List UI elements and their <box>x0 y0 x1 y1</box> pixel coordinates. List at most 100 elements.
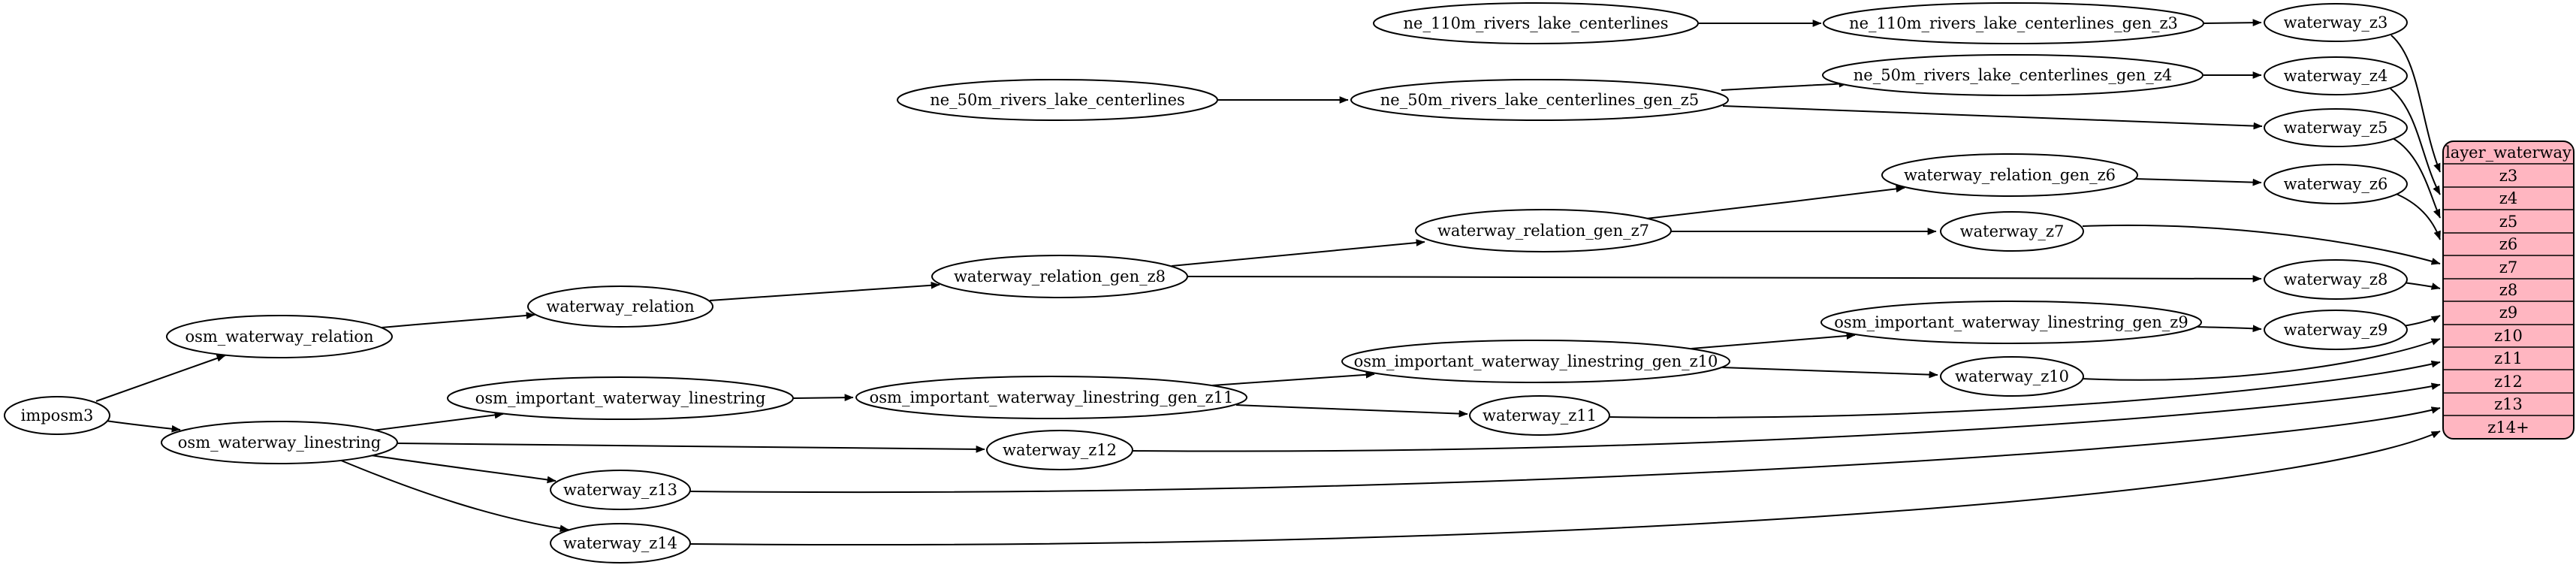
node-waterway_z3: waterway_z3 <box>2264 3 2408 42</box>
edge-waterway_relation-waterway_relation_gen_z8 <box>709 281 940 301</box>
node-waterway_z7: waterway_z7 <box>1940 211 2084 252</box>
record-row-z10: z10 <box>2494 327 2523 345</box>
node-waterway_z12: waterway_z12 <box>986 430 1133 470</box>
edge-waterway_z7-row_z7 <box>2082 224 2441 265</box>
edge-waterway_z14-row_z14plus <box>689 431 2441 546</box>
node-label: waterway_z3 <box>2284 14 2388 32</box>
record-row-z8: z8 <box>2499 281 2517 299</box>
node-waterway_z6: waterway_z6 <box>2264 164 2408 204</box>
edge-imposm3-osm_waterway_linestring <box>105 420 181 433</box>
node-osm_important_waterway_linestring: osm_important_waterway_linestring <box>447 376 794 420</box>
record-row-z11: z11 <box>2494 349 2523 367</box>
nodes-layer: imposm3 osm_waterway_relation osm_waterw… <box>4 2 2408 563</box>
record-row-z9: z9 <box>2499 304 2517 322</box>
edge-gen_z5-gen_z4 <box>1721 80 1848 91</box>
edge-osm_waterway_linestring-waterway_z12 <box>396 443 985 453</box>
record-row-z6: z6 <box>2499 235 2517 253</box>
node-label: waterway_z7 <box>1960 222 2065 240</box>
node-label: waterway_z4 <box>2284 67 2388 85</box>
node-osm_important_waterway_linestring_gen_z9: osm_important_waterway_linestring_gen_z9 <box>1820 301 2202 344</box>
edge-waterway_relation_gen_z7-waterway_relation_gen_z6 <box>1645 185 1905 219</box>
edge-waterway_z10-row_z10 <box>2081 338 2441 381</box>
record-row-z7: z7 <box>2499 258 2517 276</box>
node-label: waterway_z14 <box>563 534 677 552</box>
node-layer_waterway-record: layer_waterway z3 z4 z5 z6 z7 z8 z9 z10 … <box>2442 140 2574 440</box>
node-ne_50m_rivers_lake_centerlines: ne_50m_rivers_lake_centerlines <box>897 79 1218 121</box>
node-waterway_z11: waterway_z11 <box>1469 395 1610 436</box>
edge-waterway_z12-row_z12 <box>1131 382 2441 452</box>
node-waterway_z9: waterway_z9 <box>2264 310 2408 350</box>
node-label: ne_110m_rivers_lake_centerlines <box>1404 14 1669 32</box>
node-label: waterway_relation_gen_z6 <box>1904 166 2116 184</box>
edge-waterway_z5-row_z5 <box>2392 137 2441 219</box>
edge-gen_z10-waterway_z10 <box>1721 367 1938 379</box>
edge-osm_important_waterway_linestring-gen_z11 <box>793 394 854 402</box>
edge-waterway_z9-row_z9 <box>2403 315 2441 327</box>
node-label: waterway_z12 <box>1003 441 1117 459</box>
record-background <box>2442 140 2574 440</box>
node-label: waterway_relation_gen_z8 <box>954 267 1166 286</box>
node-waterway_z13: waterway_z13 <box>550 470 691 510</box>
edge-osm_waterway_linestring-waterway_z14 <box>339 459 569 533</box>
node-waterway_z5: waterway_z5 <box>2264 108 2408 147</box>
edge-gen_z11-waterway_z11 <box>1235 404 1468 418</box>
node-waterway_relation_gen_z7: waterway_relation_gen_z7 <box>1415 209 1672 252</box>
node-label: osm_waterway_relation <box>185 328 373 346</box>
node-ne_110m_rivers_lake_centerlines: ne_110m_rivers_lake_centerlines <box>1373 2 1699 44</box>
record-row-z12: z12 <box>2494 373 2523 391</box>
node-osm_waterway_relation: osm_waterway_relation <box>166 315 393 358</box>
node-label: osm_waterway_linestring <box>178 434 381 452</box>
node-label: osm_important_waterway_linestring_gen_z1… <box>870 388 1234 406</box>
node-label: waterway_z6 <box>2284 175 2388 193</box>
node-label: waterway_z8 <box>2284 270 2388 289</box>
node-label: ne_50m_rivers_lake_centerlines <box>930 91 1185 109</box>
node-waterway_z14: waterway_z14 <box>550 523 691 563</box>
node-imposm3: imposm3 <box>4 396 110 435</box>
edge-osm_waterway_relation-waterway_relation <box>381 312 535 328</box>
node-label: osm_important_waterway_linestring_gen_z9 <box>1834 313 2188 331</box>
edge-waterway_z6-row_z6 <box>2394 192 2441 240</box>
node-ne_50m_rivers_lake_centerlines_gen_z5: ne_50m_rivers_lake_centerlines_gen_z5 <box>1350 79 1729 121</box>
edge-waterway_relation_gen_z8-waterway_z8 <box>1186 275 2262 282</box>
record-row-z3: z3 <box>2499 167 2517 185</box>
edge-gen_z10-gen_z9 <box>1691 332 1856 349</box>
node-label: waterway_z5 <box>2284 119 2388 137</box>
record-row-z4: z4 <box>2499 189 2517 207</box>
node-waterway_relation_gen_z8: waterway_relation_gen_z8 <box>931 255 1188 298</box>
record-row-z14plus: z14+ <box>2487 418 2529 437</box>
node-label: imposm3 <box>21 406 94 425</box>
edge-waterway_relation_gen_z8-waterway_relation_gen_z7 <box>1171 239 1425 267</box>
node-label: waterway_relation <box>546 298 694 316</box>
edge-waterway_relation_gen_z6-waterway_z6 <box>2134 178 2262 186</box>
node-waterway_relation: waterway_relation <box>527 286 713 328</box>
node-label: ne_50m_rivers_lake_centerlines_gen_z5 <box>1380 91 1699 109</box>
edge-gen_z5-waterway_z5 <box>1722 105 2263 130</box>
node-label: ne_50m_rivers_lake_centerlines_gen_z4 <box>1854 66 2172 84</box>
node-label: waterway_z10 <box>1955 367 2069 385</box>
node-waterway_z10: waterway_z10 <box>1940 356 2084 397</box>
node-label: osm_important_waterway_linestring_gen_z1… <box>1354 352 1718 370</box>
edge-osm_waterway_linestring-osm_important_waterway_linestring <box>372 411 504 431</box>
node-osm_waterway_linestring: osm_waterway_linestring <box>161 421 398 464</box>
node-waterway_relation_gen_z6: waterway_relation_gen_z6 <box>1881 153 2138 197</box>
edge-waterway_z11-row_z11 <box>1607 360 2441 418</box>
node-ne_110m_rivers_lake_centerlines_gen_z3: ne_110m_rivers_lake_centerlines_gen_z3 <box>1823 2 2204 44</box>
edge-gen_z9-waterway_z9 <box>2197 325 2262 333</box>
edge-gen_z11-gen_z10 <box>1211 370 1375 386</box>
node-osm_important_waterway_linestring_gen_z10: osm_important_waterway_linestring_gen_z1… <box>1341 340 1730 383</box>
node-osm_important_waterway_linestring_gen_z11: osm_important_waterway_linestring_gen_z1… <box>855 376 1247 419</box>
node-label: waterway_z9 <box>2284 321 2388 339</box>
edge-imposm3-osm_waterway_relation <box>95 355 226 402</box>
edge-osm_waterway_linestring-waterway_z13 <box>370 455 557 484</box>
edge-waterway_z8-row_z8 <box>2403 282 2441 290</box>
edge-waterway_z4-row_z4 <box>2390 88 2441 195</box>
node-label: waterway_z11 <box>1483 406 1597 425</box>
node-label: osm_important_waterway_linestring <box>475 389 766 407</box>
node-label: ne_110m_rivers_lake_centerlines_gen_z3 <box>1849 14 2178 32</box>
record-row-z13: z13 <box>2494 395 2523 413</box>
edge-waterway_z3-row_z3 <box>2390 35 2441 173</box>
node-label: waterway_z13 <box>563 481 677 499</box>
node-waterway_z4: waterway_z4 <box>2264 56 2408 95</box>
record-title: layer_waterway <box>2445 144 2571 162</box>
